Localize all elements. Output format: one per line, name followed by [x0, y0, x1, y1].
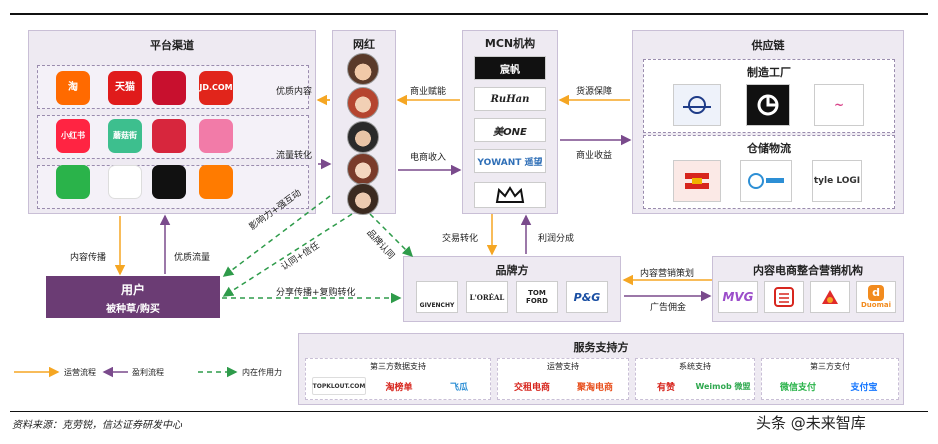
- label-quality-content: 优质内容: [276, 87, 313, 97]
- service-logo-jiaozu: 交租电商: [504, 377, 560, 395]
- service-panel: 服务支持方 第三方数据支持 TOPKLOUT.COM 淘榜单 飞瓜 运营支持 交…: [298, 333, 904, 405]
- mcn-title: MCN机构: [484, 37, 536, 50]
- factory-logo-2: [746, 84, 790, 126]
- label-content-spread: 内容传播: [70, 253, 107, 263]
- brand-logo-loreal: L'ORÉAL: [466, 281, 508, 313]
- avatar: [347, 87, 379, 119]
- legend-profit: 盈利流程: [132, 368, 164, 377]
- label-content-marketing: 内容营销策划: [640, 269, 695, 279]
- service-group-title: 第三方支付: [810, 362, 850, 371]
- service-logo-topklout: TOPKLOUT.COM: [312, 377, 366, 395]
- jd-icon: JD.COM: [199, 71, 233, 105]
- service-group-ops: 运营支持 交租电商 聚淘电商: [497, 358, 629, 400]
- duomai-label: Duomai: [860, 301, 892, 309]
- service-logo-youzan: 有赞: [642, 377, 690, 395]
- label-trade-conversion: 交易转化: [442, 234, 479, 244]
- service-group-title: 系统支持: [679, 362, 711, 371]
- mogujie-icon: 蘑菇街: [108, 119, 142, 153]
- avatar: [347, 183, 379, 215]
- flower-icon: [199, 119, 233, 153]
- mcn-logo-yowant: YOWANT 遥望: [474, 149, 546, 173]
- manufacturing-title: 制造工厂: [747, 66, 791, 79]
- legend-inner: 内在作用力: [242, 368, 282, 377]
- influencer-title: 网红: [353, 38, 375, 51]
- label-ad-commission: 广告佣金: [650, 303, 687, 313]
- platform-title: 平台渠道: [150, 39, 194, 52]
- marketing-logo-mvg: MVG: [718, 281, 758, 313]
- brand-title: 品牌方: [495, 264, 529, 277]
- service-logo-jutao: 聚淘电商: [566, 377, 624, 395]
- xiaohongshu-icon: 小红书: [56, 119, 90, 153]
- service-logo-feigua: 飞瓜: [432, 377, 486, 395]
- mcn-logo-ruhan: RuHan: [474, 87, 546, 111]
- user-box: 用户 被种草/购买: [46, 276, 220, 318]
- factory-logo-3: ~: [814, 84, 864, 126]
- label-traffic-conversion: 流量转化: [276, 151, 313, 161]
- brand-logo-givenchy: GIVENCHY: [416, 281, 458, 313]
- marketing-logo-2: [764, 281, 804, 313]
- arrow-influence: [222, 195, 331, 277]
- service-group-system: 系统支持 有赞 Weimob 微盟: [635, 358, 755, 400]
- service-group-title: 第三方数据支持: [370, 362, 426, 371]
- service-logo-alipay: 支付宝: [834, 377, 894, 395]
- marketing-logo-3: [810, 281, 850, 313]
- taobao-icon: 淘: [56, 71, 90, 105]
- bottom-rule: [10, 411, 928, 412]
- supply-title: 供应链: [751, 39, 785, 52]
- service-logo-weimob: Weimob 微盟: [694, 377, 752, 395]
- logistics-logo-1: [673, 160, 721, 202]
- mcn-logo-meione: 美ONE: [474, 118, 546, 142]
- brand-logo-tomford: TOM FORD: [516, 281, 558, 313]
- logistics-logo-2: [740, 160, 792, 202]
- label-commercial-income: 商业收益: [576, 151, 613, 161]
- arrow-trust: [222, 213, 353, 297]
- arrow-brand-recognition: [369, 213, 414, 258]
- user-title: 用户: [120, 283, 145, 297]
- marketing-logo-duomai: d Duomai: [856, 281, 896, 313]
- tmall-icon: 天猫: [108, 71, 142, 105]
- wechat-icon: [56, 165, 90, 199]
- weibo-icon: [108, 165, 142, 199]
- top-rule: [10, 13, 928, 15]
- logistics-logo-3: tyle LOGI: [812, 160, 862, 202]
- mcn-logo-chenfan: 宸帆: [474, 56, 546, 80]
- avatar: [347, 121, 379, 153]
- source-note: 资料来源：克劳锐，信达证券研发中心: [12, 420, 182, 431]
- avatar: [347, 53, 379, 85]
- factory-logo-1: [673, 84, 721, 126]
- service-logo-taobangdan: 淘榜单: [372, 377, 426, 395]
- service-group-data: 第三方数据支持 TOPKLOUT.COM 淘榜单 飞瓜: [305, 358, 491, 400]
- service-logo-wechatpay: 微信支付: [768, 377, 828, 395]
- tiktok-icon: [152, 165, 186, 199]
- watermark: 头条 @未来智库: [756, 414, 866, 432]
- label-supply-guarantee: 货源保障: [576, 87, 613, 97]
- user-subtitle: 被种草/购买: [106, 304, 160, 315]
- legend-ops: 运营流程: [64, 368, 96, 377]
- label-commercial-empower: 商业赋能: [410, 87, 447, 97]
- label-quality-traffic: 优质流量: [174, 253, 211, 263]
- brand-logo-pg: P&G: [566, 281, 608, 313]
- kuaishou-icon: [199, 165, 233, 199]
- label-profit-share: 利润分成: [538, 234, 575, 244]
- mushroom-icon: [152, 119, 186, 153]
- service-group-title: 运营支持: [547, 362, 579, 371]
- service-title: 服务支持方: [573, 341, 629, 354]
- label-ecommerce-income: 电商收入: [410, 153, 447, 163]
- koala-icon: [152, 71, 186, 105]
- label-share-repurchase: 分享传播+复购转化: [276, 288, 356, 298]
- logistics-title: 仓储物流: [747, 142, 791, 155]
- marketing-title: 内容电商整合营销机构: [753, 264, 863, 277]
- mcn-logo-crown: [474, 182, 546, 208]
- service-group-payment: 第三方支付 微信支付 支付宝: [761, 358, 899, 400]
